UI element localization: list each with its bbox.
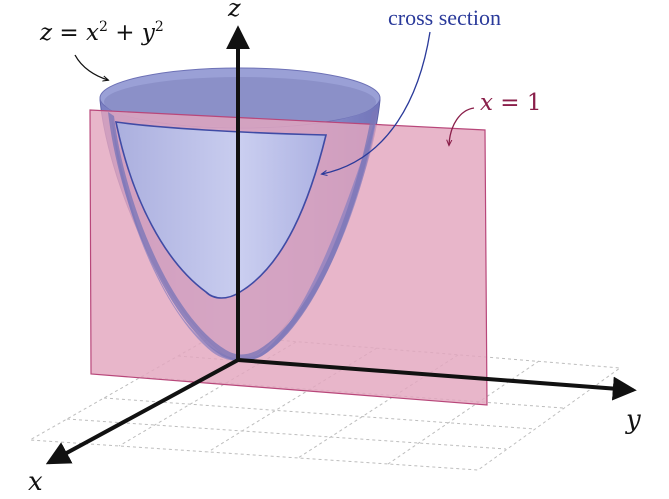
plane-equation: x = 1 xyxy=(480,90,542,116)
surface-equation: z = x2 + y2 xyxy=(39,19,164,46)
z-axis-label: z xyxy=(227,0,241,22)
y-axis-label: y xyxy=(625,405,641,435)
cross-section-region xyxy=(114,121,328,299)
axes xyxy=(45,25,637,465)
surface-label-arrow xyxy=(74,54,108,80)
cross-section-label-arrow xyxy=(322,31,431,174)
cross-section-label: cross section xyxy=(388,5,501,30)
plane-label-arrow xyxy=(449,107,475,145)
paraboloid-front xyxy=(108,108,378,362)
x-axis xyxy=(45,358,240,465)
y-axis xyxy=(236,358,637,401)
x-axis-label: x xyxy=(28,467,43,497)
